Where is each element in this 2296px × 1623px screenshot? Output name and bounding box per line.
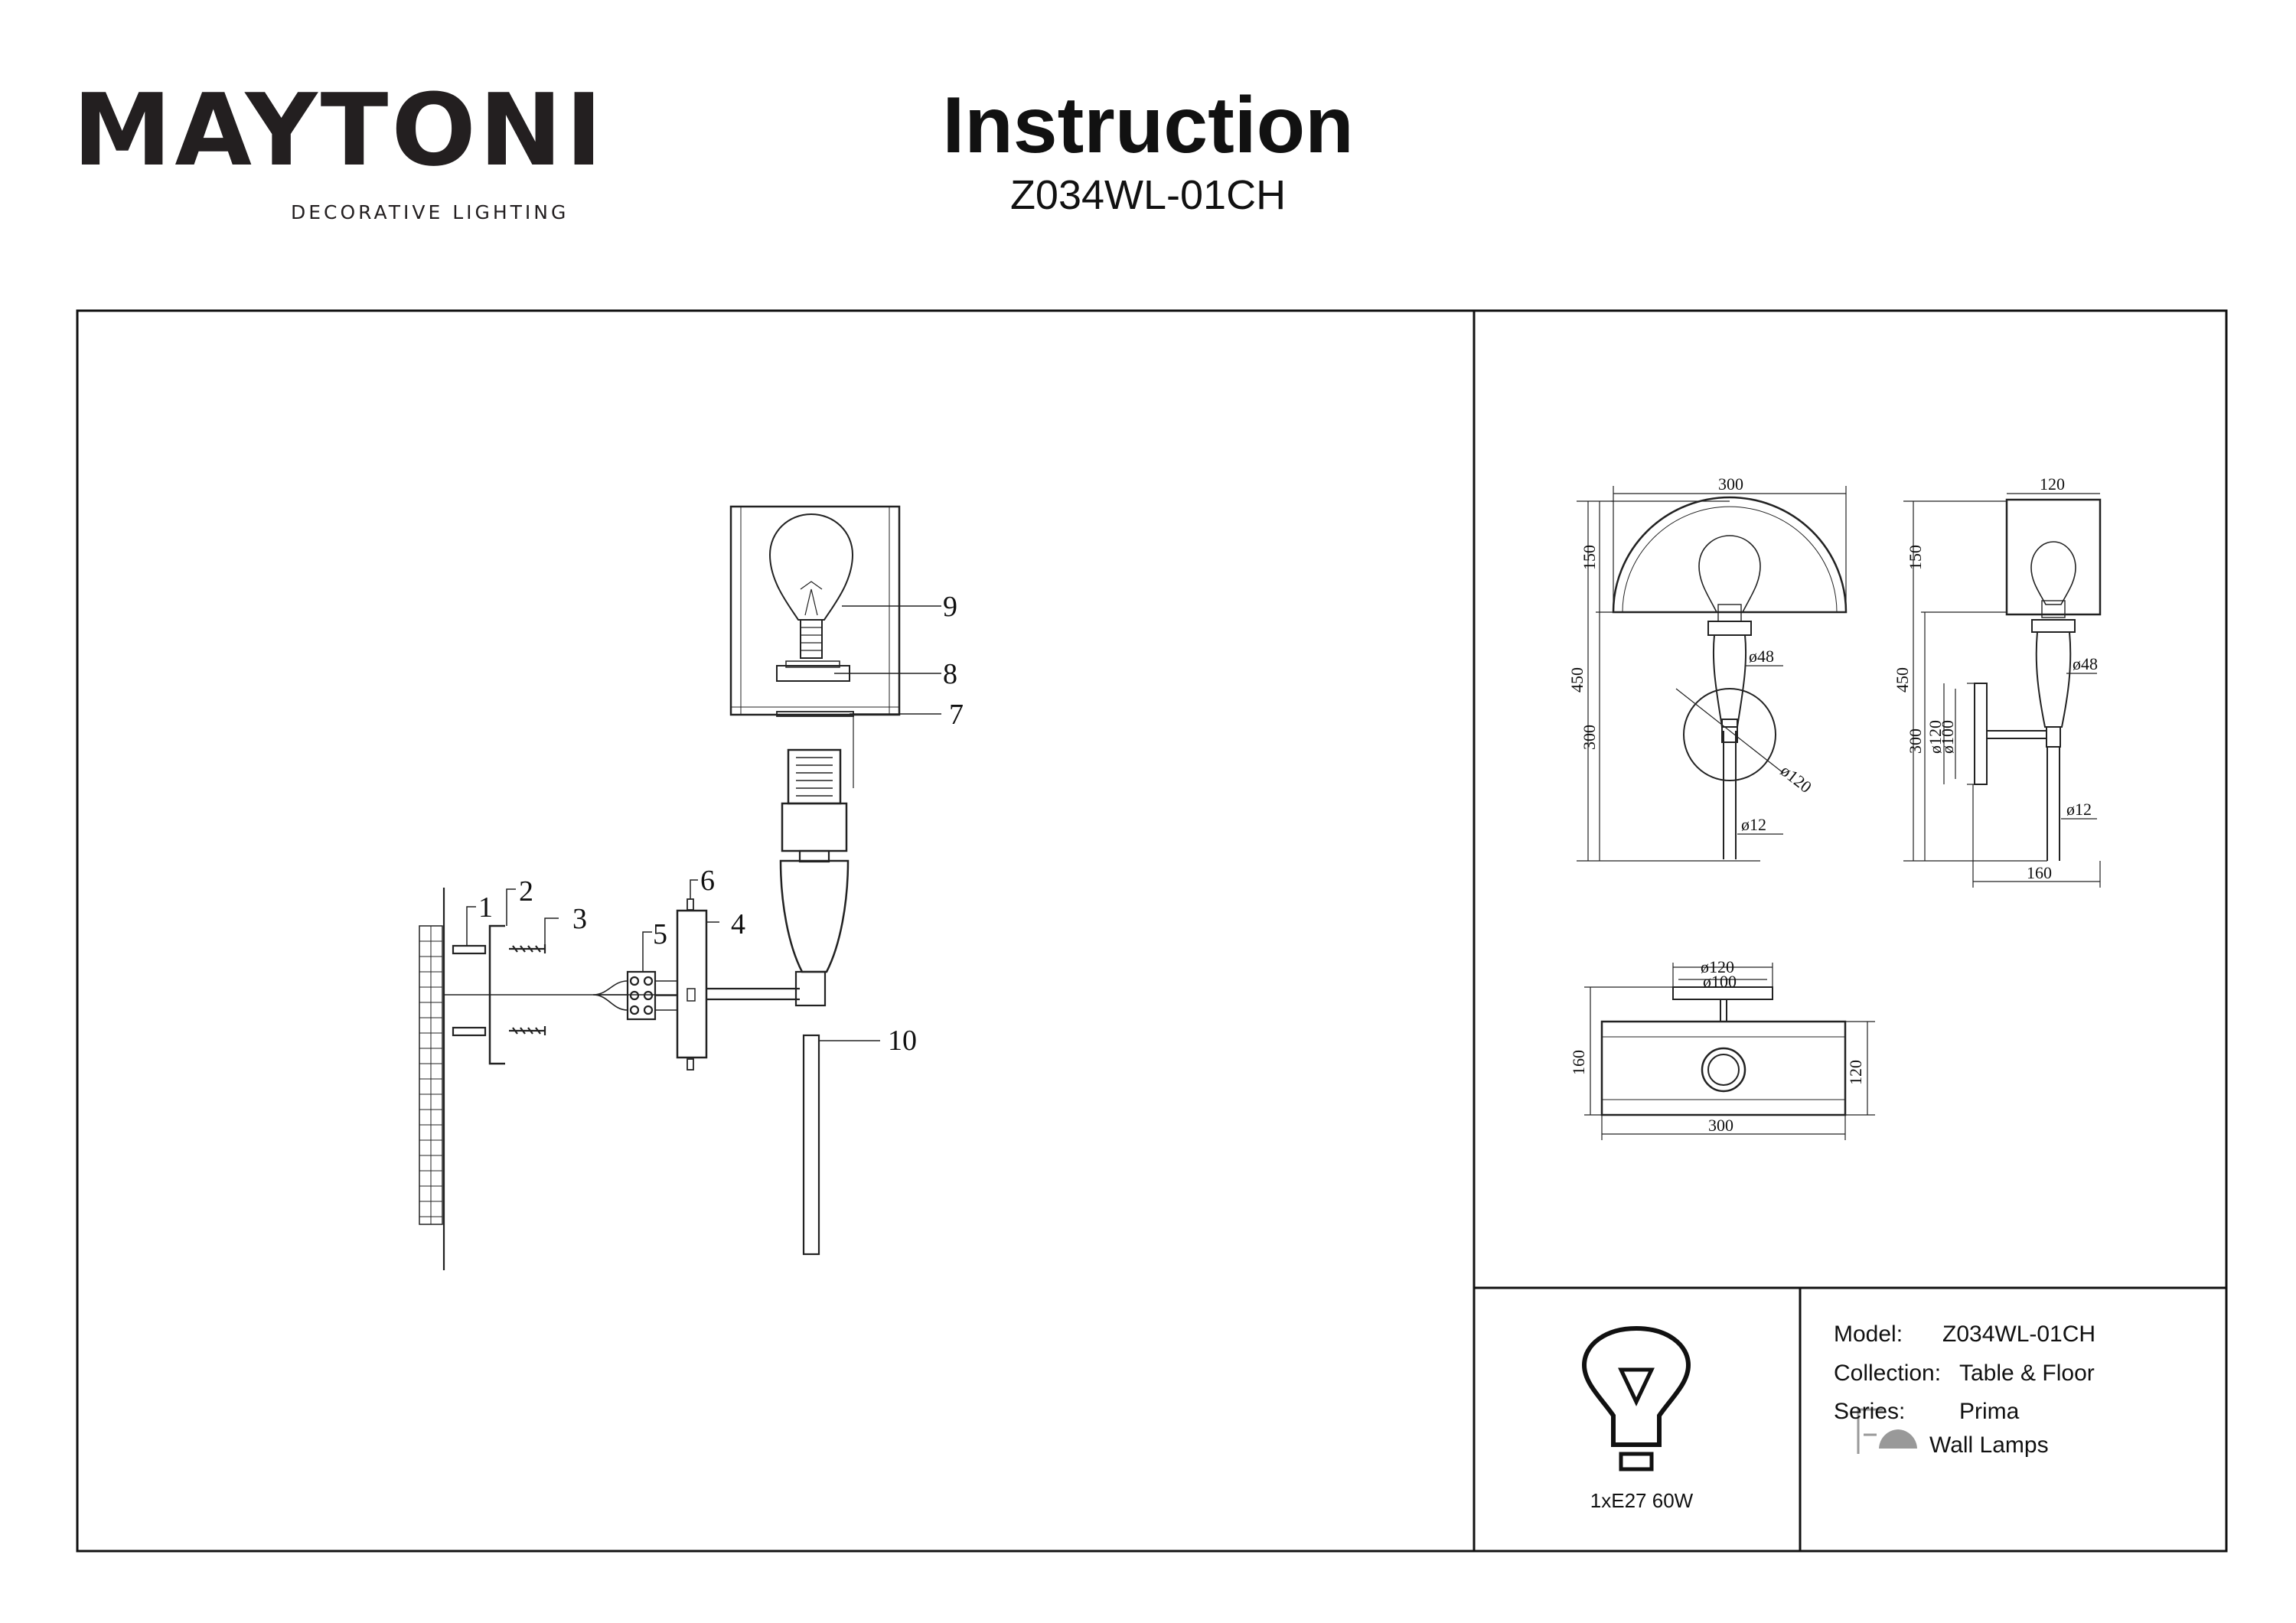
front-total-height-dim: 450: [1567, 667, 1587, 693]
front-wall-plate: [1683, 688, 1776, 781]
spec-collection-value: Table & Floor: [1959, 1361, 2095, 1386]
wall-lamp-icon: [1857, 1408, 1917, 1454]
spec-series-value: Prima: [1959, 1399, 2020, 1424]
frame: [76, 309, 2228, 1553]
brand-logo: MAYTONI DECORATIVE LIGHTING: [73, 80, 602, 233]
front-socket-dia-dim: ø48: [1749, 647, 1774, 666]
part-label-3: 3: [572, 903, 587, 935]
side-total-height-dim: 450: [1893, 667, 1912, 693]
side-width-dim: 120: [2040, 474, 2065, 494]
part-label-1: 1: [478, 891, 493, 924]
brand-logo-wordmark: MAYTONI: [73, 72, 606, 188]
side-lower-height-dim: 300: [1906, 728, 1925, 754]
page-title: Instruction: [942, 81, 1354, 170]
front-lower-height-dim: 300: [1580, 725, 1599, 750]
part-8-ring: [776, 660, 850, 682]
wall: [419, 888, 445, 1270]
side-view: [1903, 493, 2102, 888]
leader-lines: [466, 605, 941, 1041]
part-label-6: 6: [700, 865, 715, 897]
part-5-terminal-block: [592, 970, 677, 1021]
lamp-body: [779, 748, 850, 1007]
top-view: [1584, 963, 1875, 1140]
front-shade-height-dim: 150: [1580, 545, 1599, 570]
part-label-4: 4: [731, 908, 745, 940]
side-rod-dia-dim: ø12: [2066, 800, 2092, 819]
shade-box: [729, 505, 901, 788]
top-view-dimensions: ø120 ø100 160 120 300: [1569, 957, 1865, 1135]
top-socket: [1701, 1047, 1746, 1093]
spec-collection-label: Collection:: [1834, 1361, 1942, 1386]
part-3-screws: [509, 944, 546, 1035]
side-shade-height-dim: 150: [1906, 545, 1925, 570]
part-1-wall-plugs: [452, 944, 487, 1037]
top-plate-dia2-dim: ø100: [1703, 972, 1737, 991]
spec-model-value: Z034WL-01CH: [1942, 1322, 2096, 1347]
part-label-5: 5: [653, 918, 667, 950]
brand-tagline: DECORATIVE LIGHTING: [291, 201, 569, 223]
bulb-spec-label: 1xE27 60W: [1590, 1489, 1694, 1512]
side-depth-dim: 160: [2027, 863, 2052, 882]
side-wall-plate: [1974, 683, 1988, 785]
side-plate-dia2-dim: ø100: [1938, 720, 1957, 754]
front-rod-dia-dim: ø12: [1741, 815, 1766, 834]
front-width-dim: 300: [1718, 474, 1743, 494]
assembly-diagram: [419, 505, 941, 1270]
front-view-dimensions: 300 150 450 300 ø48 ø120 ø12: [1567, 474, 1815, 834]
front-view: [1577, 486, 1848, 862]
part-10-rod: [802, 1034, 820, 1256]
model-code: Z034WL-01CH: [1009, 172, 1287, 218]
side-plate-dia1-dim: ø120: [1926, 720, 1945, 754]
part-label-8: 8: [943, 658, 957, 690]
part-label-2: 2: [519, 875, 533, 908]
spec-type-value: Wall Lamps: [1929, 1432, 2049, 1458]
top-depth-dim: 160: [1569, 1050, 1588, 1075]
spec-model-label: Model:: [1834, 1322, 1903, 1347]
side-socket-dia-dim: ø48: [2073, 654, 2098, 673]
part-label-9: 9: [943, 591, 957, 623]
part-4-wall-plate: [676, 909, 800, 1059]
bulb-icon: [1581, 1325, 1691, 1471]
part-9-bulb: [768, 513, 854, 659]
top-shade: [1600, 1020, 1847, 1116]
spec-series-label: Series:: [1834, 1399, 1906, 1424]
front-plate-dia-dim: ø120: [1777, 761, 1815, 797]
side-shade: [2005, 498, 2102, 616]
part-labels: 1 2 3 4 5 6 7 8 9 10: [478, 591, 964, 1057]
top-inner-depth-dim: 120: [1846, 1060, 1865, 1085]
side-view-dimensions: 120 150 450 300 ø120 ø100 ø48 ø12 160: [1893, 474, 2098, 882]
front-shade: [1612, 496, 1848, 614]
top-plate-dia1-dim: ø120: [1701, 957, 1734, 976]
top-width-dim: 300: [1708, 1116, 1733, 1135]
part-label-7: 7: [949, 699, 964, 731]
top-wall-plate: [1672, 986, 1773, 1000]
part-6-screws: [687, 898, 694, 1071]
part-label-10: 10: [888, 1025, 917, 1057]
